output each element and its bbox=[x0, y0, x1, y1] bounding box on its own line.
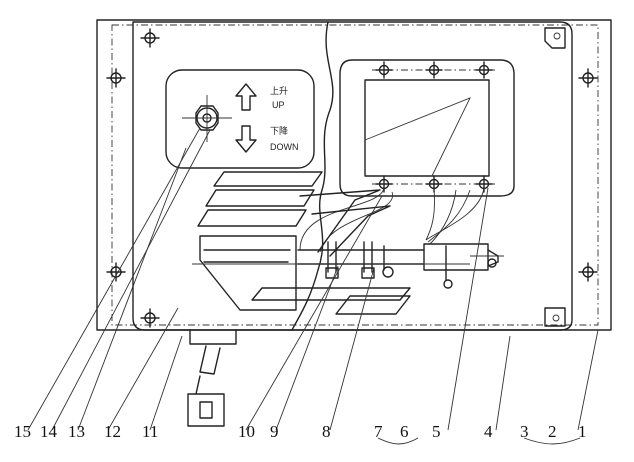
contactor-diagonal bbox=[364, 97, 471, 177]
down-label-cn: 下降 bbox=[270, 125, 288, 136]
callout-2: 2 bbox=[548, 422, 557, 441]
callout-13: 13 bbox=[68, 422, 85, 441]
enclosure-outer-frame bbox=[96, 19, 612, 331]
cable-lead-out bbox=[187, 329, 237, 427]
screw-top-left bbox=[140, 28, 160, 48]
callout-9: 9 bbox=[270, 422, 279, 441]
terminal-clamp-3 bbox=[382, 245, 394, 278]
callout-6: 6 bbox=[400, 422, 409, 441]
callout-10: 10 bbox=[238, 422, 255, 441]
corner-bracket-top-right bbox=[544, 27, 566, 49]
callout-14: 14 bbox=[40, 422, 58, 441]
callout-7: 7 bbox=[374, 422, 383, 441]
callout-4: 4 bbox=[484, 422, 493, 441]
terminal-clamp-1 bbox=[325, 241, 339, 279]
break-line bbox=[291, 21, 334, 331]
callout-11: 11 bbox=[142, 422, 158, 441]
wire-bundle bbox=[299, 187, 485, 253]
terminal-screw-2 bbox=[425, 61, 443, 79]
corner-bracket-bottom-right bbox=[544, 307, 566, 327]
wire-duct bbox=[299, 189, 391, 257]
terminal-strip bbox=[297, 243, 504, 271]
callout-15: 15 bbox=[14, 422, 31, 441]
control-panel bbox=[165, 69, 315, 169]
screw-left-upper bbox=[106, 68, 126, 88]
leader-lines bbox=[27, 127, 599, 445]
up-label-cn: 上升 bbox=[270, 86, 288, 96]
up-label-en: UP bbox=[272, 100, 285, 110]
callout-12: 12 bbox=[104, 422, 121, 441]
down-arrow-icon bbox=[235, 125, 257, 153]
callout-3: 3 bbox=[520, 422, 529, 441]
screw-right-lower bbox=[578, 262, 598, 282]
contactor-face bbox=[364, 79, 490, 177]
plate-stack bbox=[197, 171, 411, 315]
terminal-clamp-2 bbox=[361, 241, 375, 279]
callout-5: 5 bbox=[432, 422, 441, 441]
screw-bottom-left bbox=[140, 308, 160, 328]
terminal-clamp-4 bbox=[443, 245, 453, 289]
terminal-screw-1 bbox=[375, 61, 393, 79]
callout-8: 8 bbox=[322, 422, 331, 441]
down-label-en: DOWN bbox=[270, 142, 299, 152]
mounting-plate bbox=[132, 21, 573, 331]
callout-numbers: 15 14 13 12 11 10 9 8 7 6 5 4 3 2 1 bbox=[14, 422, 587, 441]
screw-left-lower bbox=[106, 262, 126, 282]
contactor-housing bbox=[339, 59, 515, 197]
selector-knob bbox=[182, 95, 232, 142]
terminal-screw-3 bbox=[475, 61, 493, 79]
callout-1: 1 bbox=[578, 422, 587, 441]
enclosure-inner-dash bbox=[111, 24, 599, 326]
screw-right-upper bbox=[578, 68, 598, 88]
up-arrow-icon bbox=[235, 83, 257, 111]
